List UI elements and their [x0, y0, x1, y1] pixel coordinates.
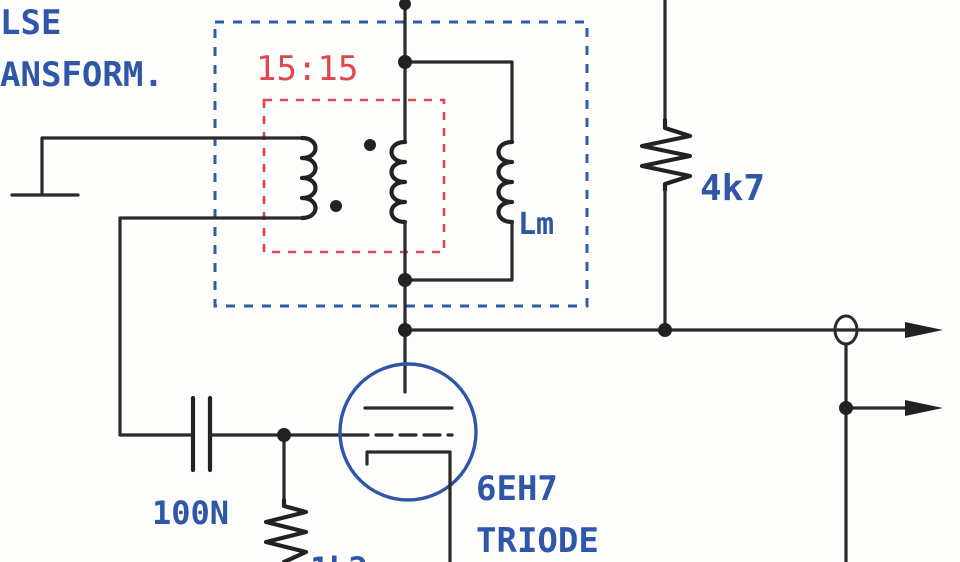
primary-coil — [299, 135, 318, 221]
secondary-coil — [389, 139, 408, 225]
node-supply-top — [399, 0, 411, 10]
lm-bottom-wire — [403, 220, 514, 282]
capacitor-value-label: 100N — [152, 494, 229, 532]
grid-resistor-label: 1k2 — [310, 550, 368, 562]
title-line-2: ANSFORM. — [0, 55, 164, 95]
tube-mode-label: TRIODE — [476, 521, 599, 561]
tube-envelope — [338, 362, 478, 502]
node-grid — [277, 428, 291, 442]
plate-resistor — [639, 117, 693, 193]
lm-label: Lm — [518, 207, 554, 242]
node-output-2 — [839, 401, 853, 415]
primary-ground-wire — [40, 136, 304, 197]
transformer-shield-outline — [213, 20, 589, 308]
output-arrow-2 — [905, 400, 943, 416]
primary-bottom-wire — [118, 216, 304, 437]
grid-resistor — [263, 497, 309, 562]
tube-cathode — [365, 450, 452, 562]
title-line-1: LSE — [0, 3, 61, 43]
output-arrow-1 — [905, 322, 943, 338]
tube-type-label: 6EH7 — [476, 469, 558, 509]
primary-polarity-dot — [330, 200, 342, 212]
lm-top-wire — [403, 60, 514, 144]
node-lm-bottom — [398, 273, 412, 287]
transformer-core-outline — [262, 98, 446, 254]
resistor-value-label: 4k7 — [700, 168, 765, 209]
ratio-label: 15:15 — [256, 49, 358, 89]
secondary-polarity-dot — [364, 139, 376, 151]
lm-coil — [496, 139, 515, 225]
node-resistor-bus — [658, 323, 672, 337]
node-lm-top — [398, 55, 412, 69]
node-plate — [398, 323, 412, 337]
